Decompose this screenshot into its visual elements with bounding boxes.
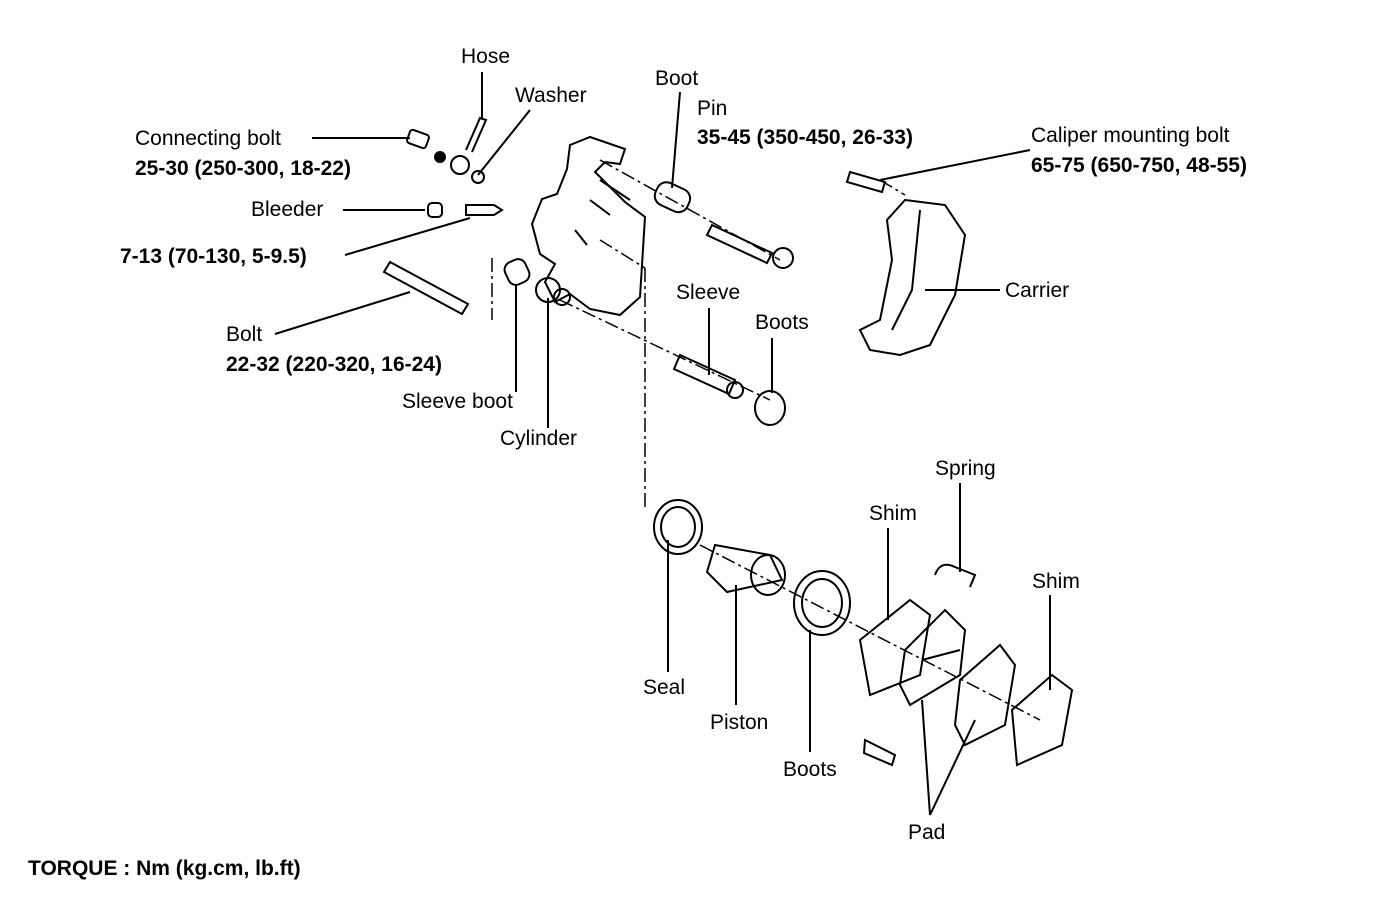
label-connecting-bolt: Connecting bolt: [135, 127, 281, 150]
label-pad: Pad: [908, 821, 946, 844]
leader-lines: [274, 72, 1051, 816]
label-shim-left: Shim: [869, 502, 917, 525]
connecting-bolt-torque: 25-30 (250-300, 18-22): [135, 157, 351, 180]
label-carrier: Carrier: [1005, 279, 1070, 302]
label-bolt: Bolt: [226, 323, 263, 346]
label-boots-lower: Boots: [783, 758, 837, 781]
label-hose: Hose: [461, 45, 511, 68]
bolt-torque: 22-32 (220-320, 16-24): [226, 353, 442, 376]
parts: [382, 116, 1074, 767]
label-caliper-mounting-bolt: Caliper mounting bolt: [1031, 124, 1230, 147]
caliper-mounting-bolt-torque: 65-75 (650-750, 48-55): [1031, 154, 1247, 177]
axis-lines: [491, 159, 1041, 721]
label-pin: Pin: [697, 97, 728, 120]
bleeder-torque: 7-13 (70-130, 5-9.5): [120, 245, 307, 268]
label-boot: Boot: [655, 67, 699, 90]
label-spring: Spring: [935, 457, 996, 480]
label-bleeder: Bleeder: [251, 198, 324, 221]
pin-torque: 35-45 (350-450, 26-33): [697, 126, 913, 149]
label-piston: Piston: [710, 711, 769, 734]
label-sleeve: Sleeve: [676, 281, 741, 304]
label-shim-right: Shim: [1032, 570, 1080, 593]
torque-units-legend: TORQUE : Nm (kg.cm, lb.ft): [28, 857, 301, 880]
label-cylinder: Cylinder: [500, 427, 578, 450]
label-washer: Washer: [515, 84, 587, 107]
label-sleeve-boot: Sleeve boot: [402, 390, 513, 413]
label-seal: Seal: [643, 676, 686, 699]
label-boots-upper: Boots: [755, 311, 809, 334]
